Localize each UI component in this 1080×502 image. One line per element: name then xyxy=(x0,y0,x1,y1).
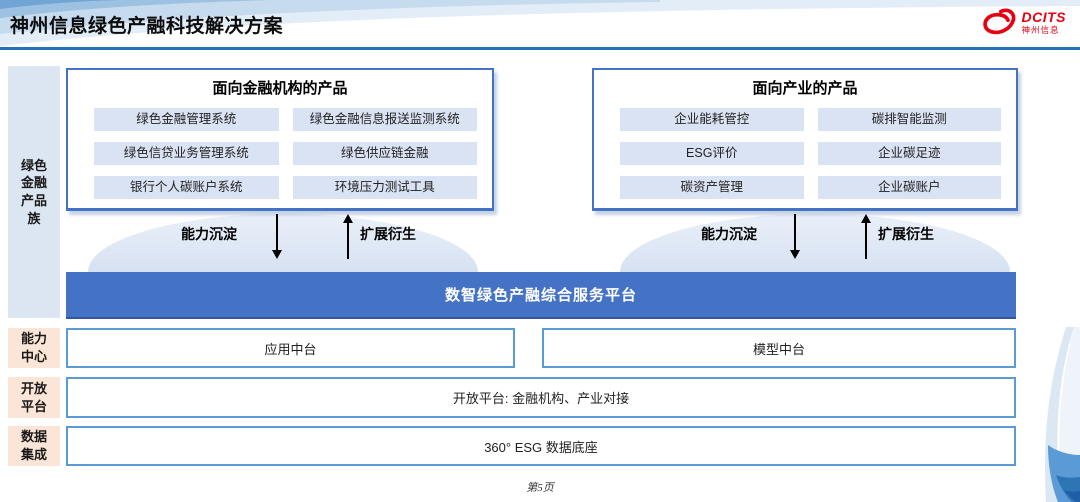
product-item: 企业能耗管控 xyxy=(620,108,804,131)
page-number: 第5页 xyxy=(526,482,554,494)
industry-products-box: 面向产业的产品 企业能耗管控 碳排智能监测 ESG评价 企业碳足迹 碳资产管理 … xyxy=(592,68,1018,211)
platform-bar-label: 数智绿色产融综合服务平台 xyxy=(444,287,637,304)
product-item: 绿色信贷业务管理系统 xyxy=(94,142,279,165)
brand-logo: DCITS 神州信息 xyxy=(982,7,1067,37)
corner-swoosh-decoration xyxy=(1044,327,1080,502)
product-item: 绿色金融管理系统 xyxy=(94,108,279,131)
arrow-up-icon xyxy=(343,214,353,259)
expand-label: 扩展衍生 xyxy=(878,226,934,242)
product-item: 企业碳足迹 xyxy=(817,142,1001,165)
product-item: 银行个人碳账户系统 xyxy=(94,176,279,199)
capability-label: 能力沉淀 xyxy=(701,226,757,242)
arrow-down-icon xyxy=(790,214,800,259)
expand-label: 扩展衍生 xyxy=(360,226,416,242)
capability-label: 能力沉淀 xyxy=(181,226,237,242)
financial-products-box: 面向金融机构的产品 绿色金融管理系统 绿色金融信息报送监测系统 绿色信贷业务管理… xyxy=(66,68,494,211)
sidebar-item-product-family: 绿色金融产品族 xyxy=(8,66,60,318)
page-title: 神州信息绿色产融科技解决方案 xyxy=(10,16,284,37)
financial-products-grid: 绿色金融管理系统 绿色金融信息报送监测系统 绿色信贷业务管理系统 绿色供应链金融… xyxy=(68,108,492,199)
dome-decoration-right xyxy=(620,214,1010,272)
industry-products-title: 面向产业的产品 xyxy=(752,80,858,97)
financial-products-title: 面向金融机构的产品 xyxy=(212,80,348,97)
dome-decoration-left xyxy=(88,214,478,272)
brand-name-cn: 神州信息 xyxy=(1021,24,1060,35)
product-item: 企业碳账户 xyxy=(817,176,1001,199)
product-item: 环境压力测试工具 xyxy=(292,176,477,199)
arrow-up-icon xyxy=(861,214,871,259)
esg-data-base-box: 360° ESG 数据底座 xyxy=(66,426,1016,466)
product-item: 绿色金融信息报送监测系统 xyxy=(292,108,477,131)
industry-products-grid: 企业能耗管控 碳排智能监测 ESG评价 企业碳足迹 碳资产管理 企业碳账户 xyxy=(594,108,1016,199)
arrow-down-icon xyxy=(272,214,282,259)
title-underline xyxy=(0,47,1080,50)
app-middle-platform-box: 应用中台 xyxy=(66,328,515,368)
sidebar-item-data-integration: 数据集成 xyxy=(8,426,60,466)
dcits-swirl-icon xyxy=(982,8,1015,35)
brand-name: DCITS xyxy=(1021,8,1066,25)
sidebar-item-open-platform: 开放平台 xyxy=(8,377,60,418)
platform-bar: 数智绿色产融综合服务平台 xyxy=(66,272,1016,319)
model-middle-platform-box: 模型中台 xyxy=(542,328,1016,368)
product-item: ESG评价 xyxy=(620,142,804,165)
product-item: 绿色供应链金融 xyxy=(292,142,477,165)
open-platform-box: 开放平台: 金融机构、产业对接 xyxy=(66,377,1016,418)
product-item: 碳排智能监测 xyxy=(817,108,1001,131)
sidebar-item-capability-center: 能力中心 xyxy=(8,328,60,368)
product-item: 碳资产管理 xyxy=(620,176,804,199)
